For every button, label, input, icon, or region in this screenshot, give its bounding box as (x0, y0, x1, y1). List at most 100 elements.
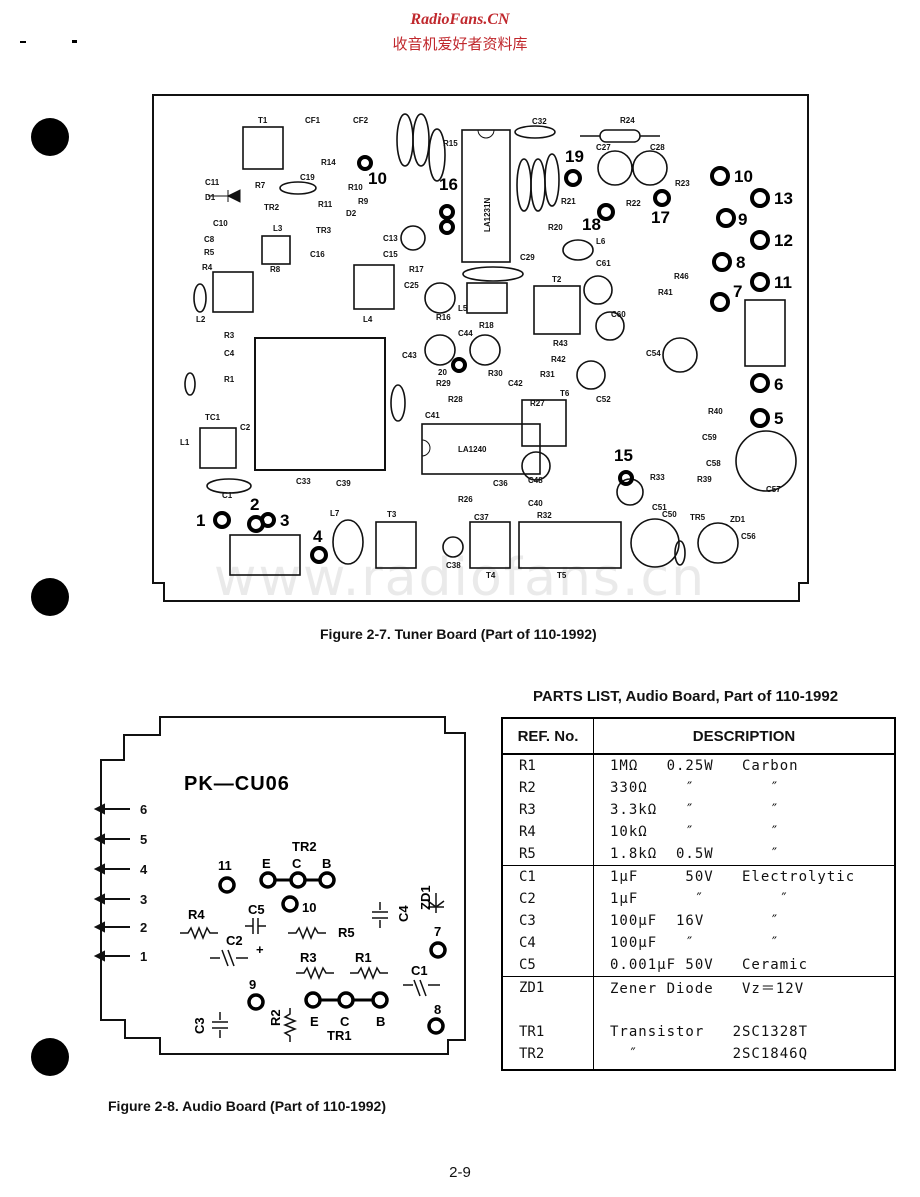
svg-text:R16: R16 (436, 313, 451, 322)
scan-speck (72, 40, 77, 43)
svg-text:R33: R33 (650, 473, 665, 482)
description-cell: 100μF ″ ″ (610, 935, 780, 951)
svg-text:C57: C57 (766, 485, 781, 494)
svg-text:C: C (292, 856, 302, 871)
description-cell: Zener Diode Vz＝12V (593, 976, 895, 999)
svg-text:C39: C39 (336, 479, 351, 488)
page-number: 2-9 (449, 1164, 471, 1181)
spacer-cell (502, 1065, 594, 1070)
svg-text:9: 9 (738, 210, 747, 229)
svg-text:10: 10 (302, 900, 316, 915)
svg-text:B: B (376, 1014, 385, 1029)
svg-text:13: 13 (774, 189, 793, 208)
description-cell: 10kΩ ″ ″ (610, 824, 780, 840)
svg-text:R2: R2 (268, 1009, 283, 1026)
svg-text:C60: C60 (611, 310, 626, 319)
svg-text:C51: C51 (652, 503, 667, 512)
svg-text:17: 17 (651, 208, 670, 227)
spacer-cell (502, 999, 594, 1021)
table-row: TR2 ″ 2SC1846Q (502, 1043, 895, 1065)
svg-text:R17: R17 (409, 265, 424, 274)
svg-text:ZD1: ZD1 (418, 885, 433, 910)
ref-cell: C4 (502, 932, 594, 954)
svg-text:R20: R20 (548, 223, 563, 232)
svg-text:R30: R30 (488, 369, 503, 378)
svg-text:C3: C3 (192, 1017, 207, 1034)
svg-text:C50: C50 (662, 510, 677, 519)
svg-text:10: 10 (368, 169, 387, 188)
svg-text:T1: T1 (258, 116, 268, 125)
svg-text:R8: R8 (270, 265, 281, 274)
binder-hole (31, 1038, 69, 1076)
svg-text:C15: C15 (383, 250, 398, 259)
svg-text:C8: C8 (204, 235, 215, 244)
svg-text:R43: R43 (553, 339, 568, 348)
binder-hole (31, 118, 69, 156)
svg-text:R3: R3 (224, 331, 235, 340)
svg-text:R32: R32 (537, 511, 552, 520)
svg-text:R1: R1 (224, 375, 235, 384)
svg-text:E: E (262, 856, 271, 871)
svg-text:C: C (340, 1014, 350, 1029)
ref-cell: R1 (502, 754, 594, 777)
svg-text:C5: C5 (248, 902, 265, 917)
svg-text:T4: T4 (486, 571, 496, 580)
svg-text:C61: C61 (596, 259, 611, 268)
table-row (502, 999, 895, 1021)
ref-cell: TR2 (502, 1043, 594, 1065)
svg-text:L4: L4 (363, 315, 373, 324)
svg-text:C1: C1 (222, 491, 233, 500)
column-header-description: DESCRIPTION (593, 717, 896, 755)
spacer-cell (594, 1065, 896, 1070)
table-row (502, 1065, 895, 1070)
svg-text:12: 12 (774, 231, 793, 250)
svg-text:R3: R3 (300, 950, 317, 965)
svg-text:C4: C4 (224, 349, 235, 358)
ref-cell: R4 (502, 821, 594, 843)
svg-text:8: 8 (736, 253, 745, 272)
svg-text:R42: R42 (551, 355, 566, 364)
svg-text:L5: L5 (458, 304, 468, 313)
svg-text:16: 16 (439, 175, 458, 194)
svg-text:R23: R23 (675, 179, 690, 188)
svg-text:T3: T3 (387, 510, 397, 519)
svg-text:T2: T2 (552, 275, 562, 284)
audio-board-title: PK—CU06 (184, 773, 290, 795)
svg-text:C4: C4 (396, 905, 411, 922)
svg-text:R5: R5 (338, 925, 355, 940)
svg-text:D2: D2 (346, 209, 357, 218)
svg-text:R1: R1 (355, 950, 372, 965)
site-subtitle: 收音机爱好者资料库 (392, 35, 528, 53)
parts-list-title: PARTS LIST, Audio Board, Part of 110-199… (533, 688, 839, 705)
svg-text:R11: R11 (318, 200, 333, 209)
description-cell: 1MΩ 0.25W Carbon (610, 758, 799, 774)
svg-text:2: 2 (140, 920, 147, 935)
svg-text:C11: C11 (205, 178, 220, 187)
svg-text:TR5: TR5 (690, 513, 706, 522)
svg-text:9: 9 (249, 977, 256, 992)
ref-cell: C5 (502, 954, 594, 977)
ref-cell: R5 (502, 843, 594, 866)
svg-text:T5: T5 (557, 571, 567, 580)
svg-text:3: 3 (280, 511, 289, 530)
svg-text:TR2: TR2 (292, 839, 317, 854)
tuner-board-diagram: LA1231N LA1240 (152, 94, 809, 602)
ref-cell: R2 (502, 777, 594, 799)
audio-board-caption: Figure 2-8. Audio Board (Part of 110-199… (108, 1098, 386, 1114)
table-row: R1 1MΩ 0.25W Carbon (502, 754, 895, 777)
svg-text:L7: L7 (330, 509, 340, 518)
site-title: RadioFans.CN (410, 11, 510, 28)
svg-text:R5: R5 (204, 248, 215, 257)
svg-text:C29: C29 (520, 253, 535, 262)
svg-text:R27: R27 (530, 399, 545, 408)
svg-text:6: 6 (140, 802, 147, 817)
svg-text:R22: R22 (626, 199, 641, 208)
